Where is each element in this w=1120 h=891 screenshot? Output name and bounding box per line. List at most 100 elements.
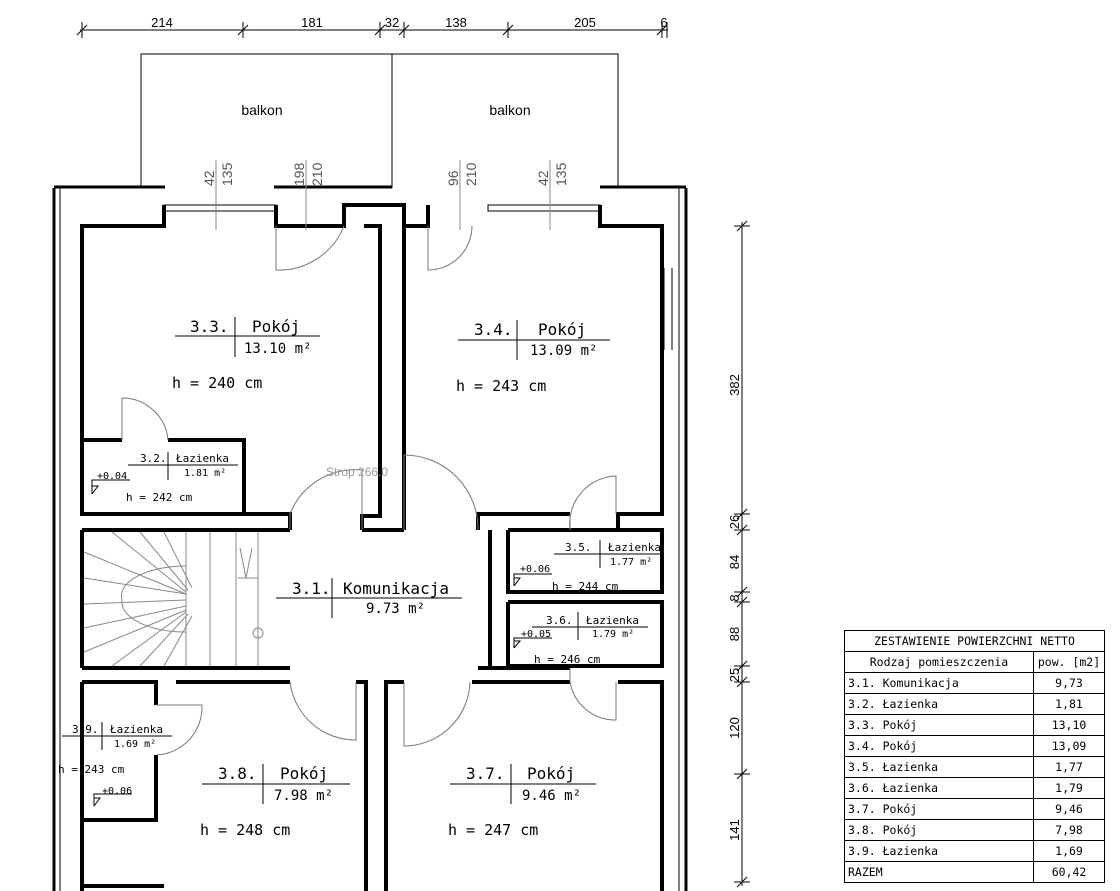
right-dim-6: 25 [727,668,742,682]
balcony-label-left: balkon [241,102,282,118]
room-height: h = 240 cm [172,374,262,392]
row-room: 3.8. Pokój [844,819,1034,841]
row-area: 1,69 [1033,840,1105,862]
windows [163,204,601,212]
room-3-1-label: 3.1. Komunikacja 9.73 m² [276,578,462,618]
top-dimension-chain: 214 181 32 138 205 6 [76,15,668,38]
top-dim-1: 214 [151,15,173,30]
row-room: 3.7. Pokój [844,798,1034,820]
right-dim-5: 88 [727,627,742,641]
room-number: 3.8. [218,764,257,783]
room-area: 1.69 m² [114,739,156,750]
row-area: 9,73 [1033,672,1105,694]
room-height: h = 243 cm [456,377,546,395]
table-total-row: RAZEM 60,42 [844,861,1105,883]
room-height: h = 243 cm [58,763,125,776]
row-room: 3.4. Pokój [844,735,1034,757]
balconies: balkon balkon [140,53,619,188]
room-area: 13.09 m² [530,343,597,359]
row-area: 1,81 [1033,693,1105,715]
room-3-4-label: 3.4. Pokój 13.09 m² h = 243 cm [456,320,610,395]
room-3-2-label: 3.2. Łazienka 1.81 m² h = 242 cm +0.04 [91,452,238,504]
room-height: h = 247 cm [448,821,538,839]
level-mark: +0.04 [97,471,127,482]
room-number: 3.1. [292,579,331,598]
room-3-5-label: 3.5. Łazienka 1.77 m² h = 244 cm +0.06 [513,540,664,593]
staircase [83,531,264,667]
level-mark: +0.06 [520,564,550,575]
total-area: 60,42 [1033,861,1105,883]
row-area: 1,79 [1033,777,1105,799]
column-header-room-type: Rodzaj pomieszczenia [844,651,1034,673]
opening-dimensions: 42 135 198 210 96 210 42 135 [201,160,569,230]
opening-dim-a-3: 96 [445,170,461,186]
room-3-3-label: 3.3. Pokój 13.10 m² h = 240 cm [172,317,320,392]
level-mark: +0.06 [102,786,132,797]
top-dim-3: 32 [385,15,399,30]
room-name: Łazienka [607,541,661,554]
right-dimension-chain: 382 26 84 8 88 25 120 141 [727,220,750,888]
opening-dim-a-2: 198 [291,162,307,186]
top-dim-6: 6 [660,15,667,30]
row-room: 3.3. Pokój [844,714,1034,736]
room-3-9-label: 3.9. Łazienka 1.69 m² h = 243 cm +0.06 [58,722,172,807]
room-number: 3.7. [466,764,505,783]
room-name: Pokój [538,320,586,339]
room-area: 9.73 m² [366,601,425,617]
room-number: 3.4. [474,320,513,339]
row-area: 13,09 [1033,735,1105,757]
right-dim-8: 141 [727,819,742,841]
room-area: 13.10 m² [244,341,311,357]
area-summary-table: ZESTAWIENIE POWIERZCHNI NETTO Rodzaj pom… [844,630,1105,883]
table-title: ZESTAWIENIE POWIERZCHNI NETTO [844,630,1105,652]
top-dim-2: 181 [301,15,323,30]
room-area: 7.98 m² [274,788,333,804]
opening-dim-b-4: 135 [553,162,569,186]
ceiling-note: Strop 266.0 [326,465,388,479]
room-number: 3.9. [72,723,99,736]
right-dim-1: 382 [727,374,742,396]
balcony-label-right: balkon [489,102,530,118]
row-area: 13,10 [1033,714,1105,736]
room-name: Pokój [527,764,575,783]
room-3-6-label: 3.6. Łazienka 1.79 m² h = 246 cm +0.05 [513,612,648,666]
room-height: h = 242 cm [126,491,193,504]
row-room: 3.6. Łazienka [844,777,1034,799]
room-height: h = 246 cm [534,653,601,666]
row-area: 7,98 [1033,819,1105,841]
room-name: Łazienka [109,723,163,736]
row-area: 9,46 [1033,798,1105,820]
room-name: Łazienka [585,614,639,627]
room-area: 1.81 m² [184,468,226,479]
right-dim-4: 8 [727,594,742,601]
top-dim-4: 138 [445,15,467,30]
right-dim-7: 120 [727,717,742,739]
level-mark: +0.05 [521,629,551,640]
opening-dim-a-1: 42 [201,170,217,186]
top-dim-5: 205 [574,15,596,30]
total-label: RAZEM [844,861,1034,883]
right-dim-3: 84 [727,555,742,569]
room-number: 3.6. [546,614,573,627]
room-area: 1.79 m² [592,629,634,640]
room-name: Komunikacja [343,579,449,598]
row-room: 3.2. Łazienka [844,693,1034,715]
room-3-7-label: 3.7. Pokój 9.46 m² h = 247 cm [448,764,596,839]
room-area: 1.77 m² [610,557,652,568]
row-room: 3.1. Komunikacja [844,672,1034,694]
row-area: 1,77 [1033,756,1105,778]
walls [52,185,688,891]
opening-dim-b-1: 135 [219,162,235,186]
right-dim-2: 26 [727,515,742,529]
opening-dim-b-2: 210 [309,162,325,186]
room-number: 3.5. [565,541,592,554]
doors [121,225,617,756]
